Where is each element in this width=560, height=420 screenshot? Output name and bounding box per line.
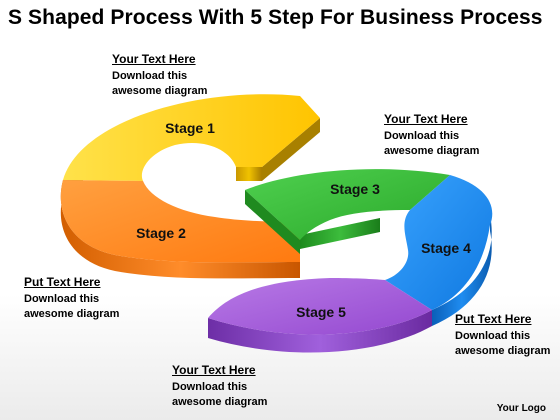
callout-line: awesome diagram xyxy=(455,345,551,357)
stage-4-top xyxy=(385,175,493,310)
stage-2-segment xyxy=(60,180,301,279)
stage-3-side xyxy=(300,218,380,249)
stage-2-label: Stage 2 xyxy=(136,225,186,241)
logo-text: Your Logo xyxy=(496,403,546,414)
callout-line: Download this xyxy=(455,330,531,342)
stage-3-segment xyxy=(245,169,450,254)
stage-1-end xyxy=(262,118,320,181)
stage-4-label: Stage 4 xyxy=(421,240,471,256)
stage-3-bottom-edge xyxy=(245,190,300,254)
stage-5-side xyxy=(208,310,432,353)
callout-bottom: Your Text Here Download this awesome dia… xyxy=(172,363,267,410)
callout-heading: Put Text Here xyxy=(24,275,101,289)
stage-2-top xyxy=(60,180,301,263)
callout-top-right: Your Text Here Download this awesome dia… xyxy=(384,112,479,159)
stage-3-top xyxy=(245,169,450,240)
callout-heading: Your Text Here xyxy=(112,52,196,66)
callout-top-left: Your Text Here Download this awesome dia… xyxy=(112,52,207,99)
callout-heading: Your Text Here xyxy=(384,112,468,126)
stage-5-segment xyxy=(208,278,432,353)
stage-5-label: Stage 5 xyxy=(296,304,346,320)
callout-line: awesome diagram xyxy=(112,85,208,97)
stage-3-label: Stage 3 xyxy=(330,181,380,197)
callout-line: awesome diagram xyxy=(24,308,120,320)
callout-line: awesome diagram xyxy=(384,145,480,157)
callout-left: Put Text Here Download this awesome diag… xyxy=(24,275,119,322)
callout-line: Download this xyxy=(112,70,188,82)
callout-line: Download this xyxy=(172,381,248,393)
callout-heading: Put Text Here xyxy=(455,312,532,326)
stage-5-top xyxy=(208,278,432,335)
callout-right: Put Text Here Download this awesome diag… xyxy=(455,312,550,359)
callout-line: awesome diagram xyxy=(172,396,268,408)
stage-2-side xyxy=(60,180,301,279)
callout-heading: Your Text Here xyxy=(172,363,256,377)
callout-line: Download this xyxy=(384,130,460,142)
stage-1-top xyxy=(63,94,320,181)
stage-1-label: Stage 1 xyxy=(165,120,215,136)
callout-line: Download this xyxy=(24,293,100,305)
stage-1-inner-wall xyxy=(236,167,262,181)
stage-4-segment xyxy=(385,175,493,326)
stage-4-side xyxy=(432,215,492,326)
page-title: S Shaped Process With 5 Step For Busines… xyxy=(8,6,543,29)
